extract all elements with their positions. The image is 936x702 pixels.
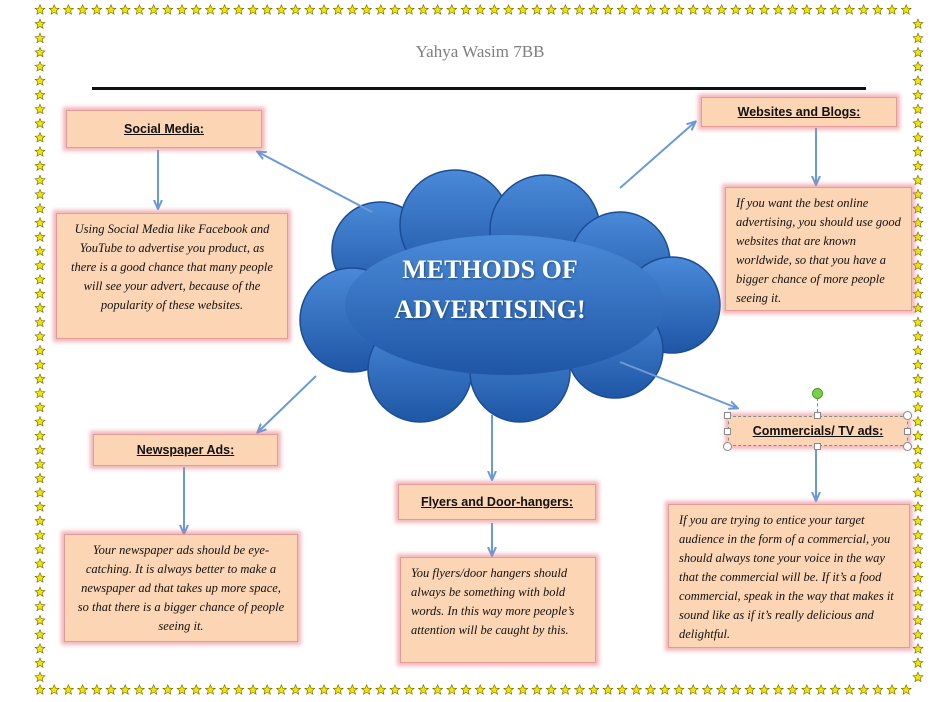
websites-header[interactable]: Websites and Blogs: <box>701 97 897 127</box>
arrow-cloud-to-commercials <box>619 361 737 408</box>
newspaper-text: Your newspaper ads should be eye-catchin… <box>77 543 285 633</box>
arrow-cloud-to-newspaper <box>258 375 317 432</box>
websites-header-label: Websites and Blogs: <box>737 105 861 119</box>
resize-handle-bottom[interactable] <box>814 443 821 450</box>
flyers-header[interactable]: Flyers and Door-hangers: <box>398 484 596 520</box>
social-media-text: Using Social Media like Facebook and You… <box>71 222 273 312</box>
social-media-description[interactable]: Using Social Media like Facebook and You… <box>56 213 288 339</box>
commercials-header-label: Commercials/ TV ads: <box>752 424 884 438</box>
newspaper-header-label: Newspaper Ads: <box>136 443 235 457</box>
resize-handle-top[interactable] <box>814 412 821 419</box>
commercials-text: If you are trying to entice your target … <box>679 513 894 641</box>
resize-handle-left[interactable] <box>724 428 731 435</box>
flyers-header-label: Flyers and Door-hangers: <box>420 495 574 509</box>
rotate-handle[interactable] <box>812 388 823 399</box>
websites-description[interactable]: If you want the best online advertising,… <box>725 187 912 311</box>
commercials-header[interactable]: Commercials/ TV ads: <box>728 416 908 446</box>
newspaper-description[interactable]: Your newspaper ads should be eye-catchin… <box>64 534 298 642</box>
rotate-handle-stem <box>817 398 819 412</box>
websites-text: If you want the best online advertising,… <box>736 196 901 305</box>
flyers-description[interactable]: You flyers/door hangers should always be… <box>400 557 596 663</box>
resize-handle-bottom-right[interactable] <box>903 442 912 451</box>
resize-handle-right[interactable] <box>904 428 911 435</box>
cloud-title-line2: ADVERTISING! <box>394 295 586 324</box>
cloud-title: METHODS OF ADVERTISING! <box>350 250 630 330</box>
resize-handle-bottom-left[interactable] <box>723 442 732 451</box>
social-media-header-label: Social Media: <box>124 122 204 136</box>
resize-handle-top-left[interactable] <box>724 412 731 419</box>
author-name: Yahya Wasim 7BB <box>415 42 545 61</box>
cloud-shape[interactable] <box>299 169 721 423</box>
arrow-cloud-to-social <box>258 152 373 213</box>
resize-handle-top-right[interactable] <box>903 411 912 420</box>
newspaper-header[interactable]: Newspaper Ads: <box>93 434 278 466</box>
title-underline <box>92 87 866 90</box>
flyers-text: You flyers/door hangers should always be… <box>411 566 575 637</box>
arrow-cloud-to-websites <box>619 122 695 189</box>
social-media-header[interactable]: Social Media: <box>66 110 262 148</box>
cloud-title-line1: METHODS OF <box>402 255 578 284</box>
commercials-description[interactable]: If you are trying to entice your target … <box>668 504 910 648</box>
